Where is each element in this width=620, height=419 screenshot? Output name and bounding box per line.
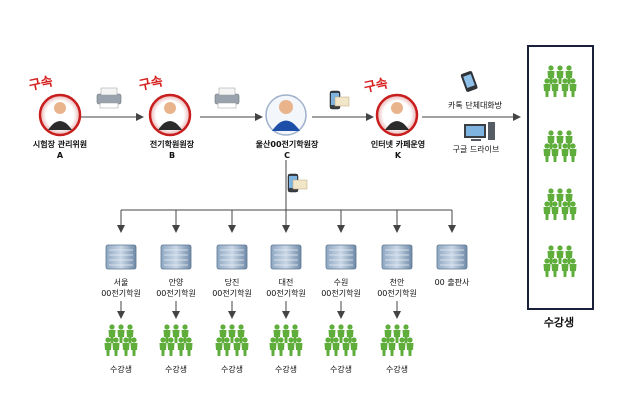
- person-code: C: [284, 151, 290, 160]
- smartphone-icon: [460, 71, 478, 92]
- person-name: 전기학원원장: [150, 139, 195, 149]
- group-chat-label: 카톡 단체대화방: [448, 100, 503, 110]
- branch-name: 대전: [279, 277, 294, 287]
- phone-document-icon: [329, 90, 350, 110]
- branch-sub: 00전기학원: [266, 288, 306, 298]
- student-group-icon: [160, 324, 193, 356]
- branch-name: 수원: [334, 278, 349, 287]
- branch-name: 당진: [225, 277, 240, 287]
- server-icon: [325, 244, 357, 270]
- person-a: 구속 시험장 관리위원 A: [28, 74, 87, 160]
- printer-icon: [214, 87, 240, 109]
- branch-name: 천안: [390, 277, 405, 287]
- students-label: 수강생: [330, 364, 352, 374]
- drive-label: 구글 드라이브: [453, 144, 500, 154]
- person-name: 시험장 관리위원: [33, 139, 87, 149]
- phone-document-icon: [287, 173, 308, 193]
- server-icon: [216, 244, 248, 270]
- branch-7: 00 출판사: [435, 210, 470, 287]
- person-code: K: [395, 151, 402, 160]
- person-name: 울산00전기학원장: [256, 139, 319, 149]
- server-icon: [105, 244, 137, 270]
- stamp-arrested: 구속: [138, 74, 165, 94]
- branch-sub: 00전기학원: [212, 288, 252, 298]
- stamp-arrested: 구속: [363, 76, 390, 96]
- online-students-label: 수강생: [544, 315, 574, 329]
- student-group-icon: [544, 65, 577, 97]
- person-code: B: [169, 151, 175, 160]
- server-icon: [381, 244, 413, 270]
- computer-icon: [464, 122, 495, 141]
- students-label: 수강생: [110, 364, 132, 374]
- student-group-icon: [325, 324, 358, 356]
- student-group-icon: [544, 245, 577, 277]
- branch-name: 00 출판사: [435, 277, 470, 287]
- branch-name: 서울: [114, 278, 129, 287]
- student-group-icon: [544, 130, 577, 162]
- branch-list: 서울00전기학원수강생안양00전기학원수강생당진00전기학원수강생대전00전기학…: [101, 210, 470, 374]
- branch-sub: 00전기학원: [377, 288, 417, 298]
- students-label: 수강생: [386, 364, 408, 374]
- student-group-icon: [105, 324, 138, 356]
- online-students-box: [527, 45, 594, 310]
- branch-sub: 00전기학원: [321, 288, 361, 298]
- server-icon: [160, 244, 192, 270]
- stamp-arrested: 구속: [28, 74, 55, 94]
- branch-name: 안양: [169, 277, 184, 287]
- printer-icon: [96, 87, 122, 109]
- students-label: 수강생: [221, 364, 243, 374]
- branch-sub: 00전기학원: [101, 288, 141, 298]
- person-name: 인터넷 카페운영: [371, 139, 425, 149]
- person-b: 구속 전기학원원장 B: [138, 74, 195, 160]
- student-group-icon: [270, 324, 303, 356]
- students-label: 수강생: [165, 364, 187, 374]
- person-icon: [391, 102, 403, 114]
- person-c: 울산00전기학원장 C: [256, 94, 319, 160]
- server-icon: [436, 244, 468, 270]
- student-group-icon: [216, 324, 249, 356]
- student-group-icon: [544, 188, 577, 220]
- person-code: A: [57, 151, 64, 160]
- server-icon: [270, 244, 302, 270]
- branch-sub: 00전기학원: [156, 288, 196, 298]
- person-icon: [279, 100, 293, 114]
- person-icon: [164, 102, 176, 114]
- students-label: 수강생: [275, 364, 297, 374]
- person-icon: [54, 102, 66, 114]
- student-group-icon: [381, 324, 414, 356]
- person-k: 구속 인터넷 카페운영 K: [363, 76, 425, 160]
